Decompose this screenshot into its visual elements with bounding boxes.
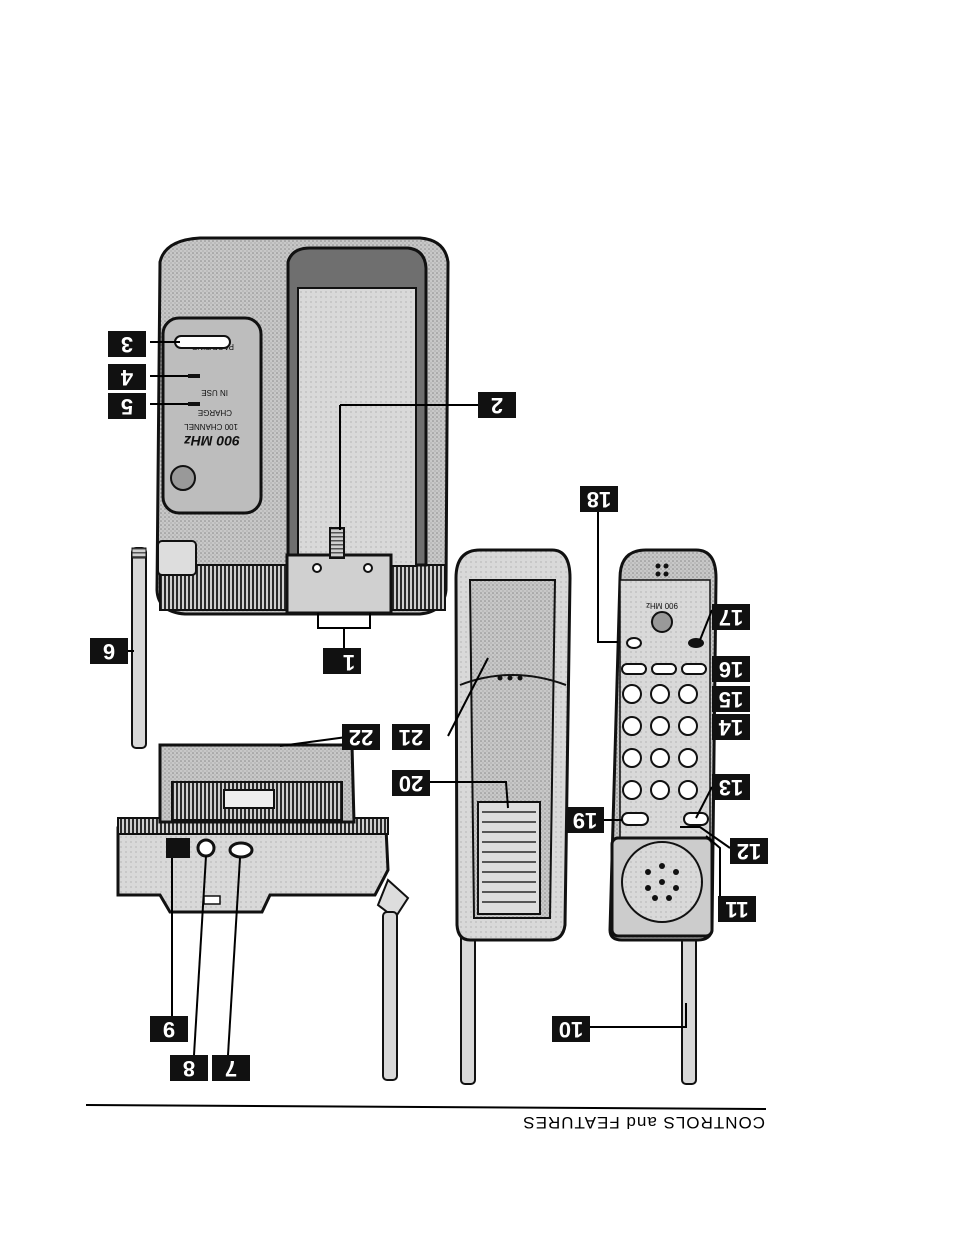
power-jack (198, 840, 214, 856)
svg-text:6: 6 (103, 639, 115, 664)
callout-9: 9 (150, 1016, 188, 1042)
svg-text:12: 12 (737, 839, 761, 864)
svg-text:9: 9 (163, 1017, 175, 1042)
callout-15: 15 (712, 686, 750, 712)
front-antenna (682, 928, 696, 1084)
svg-text:8: 8 (183, 1056, 195, 1081)
volume-switch (627, 638, 641, 648)
handset-back-view (456, 550, 570, 1084)
svg-text:21: 21 (399, 725, 423, 750)
inuse-label: IN USE (201, 388, 228, 397)
page-find-button (175, 336, 230, 348)
callout-20: 20 (392, 770, 430, 796)
svg-text:14: 14 (718, 715, 743, 740)
base-unit-top-view: 900 MHz 100 CHANNEL CHARGE IN USE PAGE/F… (132, 238, 448, 748)
callout-19: 19 (566, 807, 604, 833)
footer-title: CONTROLS and FEATURES (522, 1113, 765, 1132)
charge-led (188, 402, 200, 406)
base-antenna (132, 541, 196, 748)
svg-text:7: 7 (225, 1056, 237, 1081)
charge-label: CHARGE (198, 408, 232, 417)
function-buttons (622, 664, 706, 674)
callout-13: 13 (712, 774, 750, 800)
callout-2: 2 (478, 392, 516, 418)
callout-8: 8 (170, 1055, 208, 1081)
callout-14: 14 (712, 714, 750, 740)
battery-door (478, 802, 540, 914)
page-footer: CONTROLS and FEATURES (86, 1105, 766, 1132)
svg-text:13: 13 (719, 775, 743, 800)
callout-7: 7 (212, 1055, 250, 1081)
svg-text:18: 18 (587, 487, 611, 512)
svg-text:19: 19 (573, 808, 597, 833)
base-sub: 100 CHANNEL (184, 422, 238, 431)
callout-3: 3 (108, 331, 146, 357)
charging-contacts (287, 555, 391, 613)
callout-22: 22 (342, 724, 380, 750)
rear-antenna (378, 880, 408, 1080)
svg-text:4: 4 (120, 365, 133, 390)
svg-text:15: 15 (719, 687, 743, 712)
callout-12: 12 (730, 838, 768, 864)
callout-6: 6 (90, 638, 128, 664)
handset-brand: 900 MHz (646, 601, 678, 610)
svg-text:22: 22 (349, 725, 373, 750)
svg-text:2: 2 (491, 393, 503, 418)
svg-text:20: 20 (399, 771, 423, 796)
in-use-led (188, 374, 200, 378)
handset-front-view: 900 MHz (610, 550, 716, 1084)
callout-17: 17 (712, 604, 750, 630)
svg-text:11: 11 (725, 897, 748, 922)
dial-switch (230, 843, 252, 857)
svg-text:10: 10 (559, 1017, 583, 1042)
footer-rule (86, 1105, 766, 1109)
callout-10: 10 (552, 1016, 590, 1042)
svg-text:3: 3 (121, 332, 133, 357)
callout-5: 5 (108, 393, 146, 419)
svg-text:17: 17 (719, 605, 743, 630)
svg-text:5: 5 (121, 394, 133, 419)
back-antenna (461, 928, 475, 1084)
ge-logo (171, 466, 195, 490)
callout-16: 16 (712, 656, 750, 682)
handset-ge-logo (652, 612, 672, 632)
callout-21: 21 (392, 724, 430, 750)
svg-text:1: 1 (343, 650, 355, 675)
rear-body (118, 828, 388, 912)
base-brand: 900 MHz (184, 433, 240, 449)
ringer-switch (688, 638, 704, 648)
callout-11: 11 (718, 896, 756, 922)
callout-4: 4 (108, 364, 146, 390)
callout-18: 18 (580, 486, 618, 512)
callout-1: 1 (323, 648, 361, 675)
phone-jack (166, 838, 190, 858)
talk-button (684, 813, 708, 825)
channel-button (622, 813, 648, 825)
svg-text:16: 16 (719, 657, 743, 682)
